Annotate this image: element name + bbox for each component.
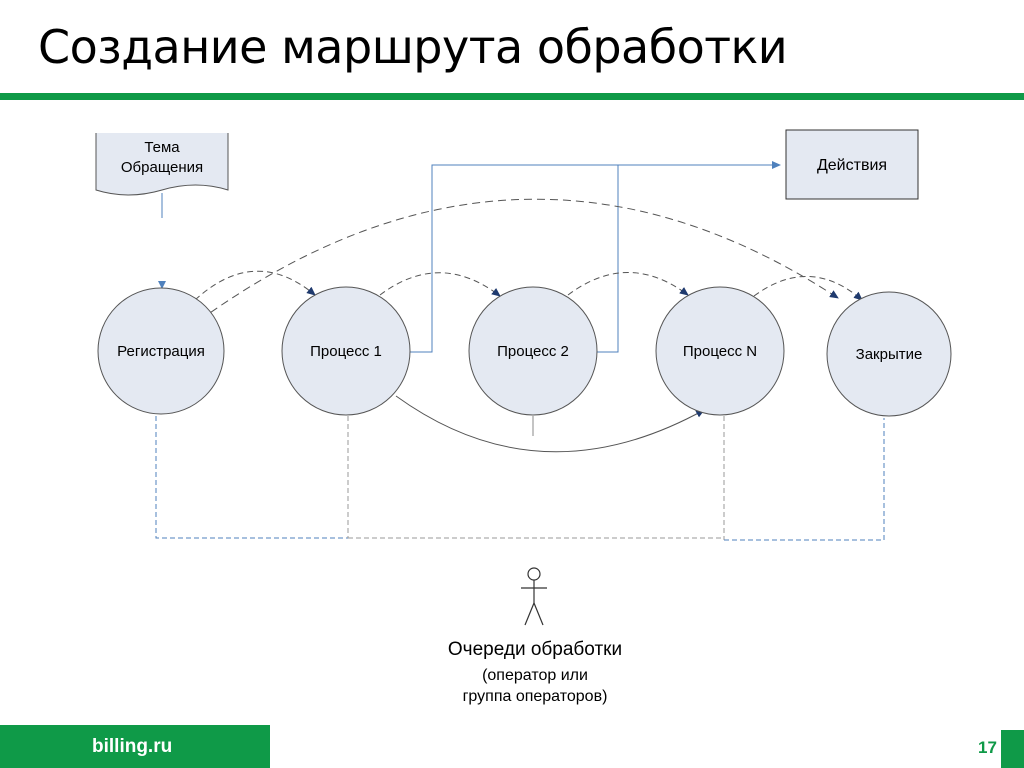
actor-label-line2: (оператор или [482, 667, 588, 684]
document-label-line2: Обращения [121, 159, 203, 176]
registration-to-process1-arc [194, 270, 316, 301]
process2-to-actions-line [596, 165, 619, 353]
processN-to-closing-arc [753, 276, 863, 301]
process1-to-process2-arc [379, 272, 501, 297]
node-process-n: Процесс N [655, 286, 785, 416]
queue-line-registration [155, 416, 348, 539]
page-number: 17 [978, 738, 997, 757]
node-process-2-label: Процесс 2 [497, 343, 569, 360]
page-tab [1001, 730, 1024, 768]
node-closing-label: Закрытие [856, 346, 923, 363]
actor-label-line3: группа операторов) [463, 688, 608, 705]
actions-label: Действия [817, 157, 887, 174]
node-closing: Закрытие [826, 291, 952, 417]
slide-title: Создание маршрута обработки [38, 20, 788, 74]
footer-bar [0, 725, 270, 768]
queue-line-closing [724, 418, 885, 541]
actions-box: Действия [785, 129, 919, 200]
process2-to-processN-arc [567, 272, 689, 296]
registration-input-arrow [158, 281, 166, 289]
node-process-1: Процесс 1 [281, 286, 411, 416]
document-label-line1: Тема [144, 139, 180, 156]
registration-to-closing-arc [199, 198, 839, 321]
node-process-2: Процесс 2 [468, 286, 598, 416]
node-process-n-label: Процесс N [683, 343, 757, 360]
node-registration-label: Регистрация [117, 343, 205, 360]
document-topic: Тема Обращения [95, 133, 229, 196]
queue-connectors [155, 416, 885, 541]
node-process-1-label: Процесс 1 [310, 343, 382, 360]
footer-brand: billing.ru [92, 736, 173, 757]
actor-label-line1: Очереди обработки [448, 639, 622, 660]
process1-to-actions-line [410, 161, 781, 353]
stick-figure-icon [521, 567, 547, 626]
title-divider [0, 93, 1024, 100]
process1-to-processN-arc [395, 395, 705, 453]
node-registration: Регистрация [97, 287, 225, 415]
